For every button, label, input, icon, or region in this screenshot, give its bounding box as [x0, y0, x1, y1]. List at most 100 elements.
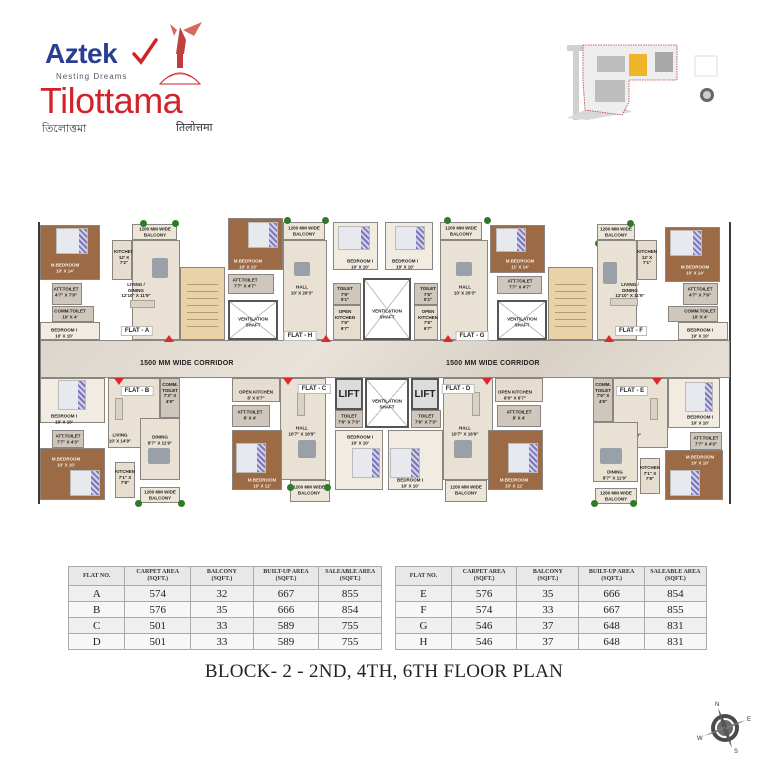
cell-saleable: 755: [318, 633, 382, 650]
flat-h-hall: [283, 240, 327, 340]
cell-built-up: 666: [252, 601, 320, 618]
room-label: 1200 MM WIDE BALCONY: [144, 489, 176, 501]
room-label: BEDROOM I 10' X 10': [686, 414, 714, 426]
cell-carpet: 546: [450, 617, 518, 634]
room-label: M.BEDROOM 10' X 12': [247, 477, 277, 489]
room-label: OPEN KITCHEN 8' X 6'7": [238, 389, 274, 401]
room-label: ATT.TOILET 4'7" X 7'9": [53, 286, 79, 298]
flat-a-living-dining: [132, 240, 180, 340]
company-name: Aztek: [45, 38, 118, 69]
room-label: BEDROOM I 10' X 10': [50, 327, 78, 339]
flat-h-ventilation-shaft: [228, 300, 278, 340]
flat-d-att-toilet: [497, 405, 541, 427]
flat-f-label: FLAT - F: [615, 326, 647, 336]
cell-balcony: 37: [516, 617, 580, 634]
project-name-hindi: तिलोत्तमा: [176, 121, 213, 134]
flat-g-att-toilet: [497, 276, 542, 294]
corridor-label-left: 1500 MM WIDE CORRIDOR: [140, 360, 234, 367]
room-label: ATT.TOILET 4'7" X 7'9": [687, 286, 713, 298]
cell-built-up: 648: [578, 633, 645, 650]
plan-title: BLOCK- 2 - 2ND, 4TH, 6TH FLOOR PLAN: [204, 661, 564, 682]
room-label: 1200 MM WIDE BALCONY: [445, 225, 477, 237]
cell-balcony: 33: [516, 601, 580, 618]
cell-saleable: 854: [643, 585, 708, 602]
cell-balcony: 32: [190, 585, 254, 602]
room-label: BEDROOM I 10' X 10': [391, 258, 419, 270]
room-label: M.BEDROOM 10' X 14': [50, 262, 80, 274]
flat-f-balcony: [597, 224, 635, 240]
room-label: BEDROOM I 10' X 10': [396, 477, 424, 489]
checkmark-icon: [132, 38, 158, 65]
flat-e-label: FLAT - E: [615, 386, 649, 396]
flat-f-kitchen: [637, 240, 657, 280]
col-saleable-area: SALEABLE AREA (SQFT.): [318, 566, 382, 586]
flat-g-balcony: [440, 222, 482, 240]
cell-carpet: 574: [450, 601, 518, 618]
room-label: BEDROOM I 10' X 10': [346, 434, 374, 446]
flat-c-att-toilet: [232, 405, 270, 427]
room-label: 1200 MM WIDE BALCONY: [450, 484, 482, 496]
room-label: KITCHEN 7'1" X 7'8": [115, 468, 135, 485]
cell-built-up: 648: [578, 617, 645, 634]
flat-d-open-kitchen: [495, 378, 543, 402]
site-key-plan: [567, 44, 718, 120]
cell-carpet: 501: [124, 617, 192, 634]
room-label: LIVING / DINING 12'10" X 11'9": [615, 281, 645, 298]
col-balcony: BALCONY (SQFT.): [516, 566, 580, 586]
flat-a-kitchen: [112, 240, 132, 280]
room-label: TOILET 7'6" X 7'3": [415, 413, 437, 425]
cell-built-up: 589: [252, 617, 320, 634]
col-built-up-area: BUILT-UP AREA (SQFT.): [252, 566, 320, 586]
flat-b-att-toilet: [52, 430, 84, 448]
room-label: KITCHEN 7'1" X 7'8": [640, 464, 660, 481]
room-label: M.BEDROOM 10' X 12': [499, 477, 529, 489]
flat-d-label: FLAT - D: [441, 384, 475, 394]
cell-saleable: 855: [318, 585, 382, 602]
flat-h-label: FLAT - H: [283, 331, 317, 341]
room-label: TOILET 7'6" X 7'3": [338, 413, 360, 425]
table-row: E 576 35 666 854: [395, 585, 708, 602]
entry-arrow-icon: [443, 335, 453, 342]
room-label: OPEN KITCHEN 8'0" X 6'7": [497, 389, 533, 401]
cell-balcony: 37: [516, 633, 580, 650]
room-label: HALL 10'7" X 16'9": [288, 425, 316, 437]
room-label: 1200 MM WIDE BALCONY: [139, 226, 171, 238]
flat-f-att-toilet: [683, 283, 718, 305]
room-label: COMM.TOILET 10' X 4': [684, 308, 716, 320]
center-ventilation-shaft-top: [363, 278, 411, 340]
room-label: ATT.TOILET 7'7" X 4'7": [232, 277, 258, 289]
col-built-up-area: BUILT-UP AREA (SQFT.): [578, 566, 645, 586]
flat-a-balcony: [132, 224, 177, 240]
room-label: COMM. TOILET 7'6" X 4'9": [595, 382, 611, 404]
room-label: 1200 MM WIDE BALCONY: [288, 225, 320, 237]
room-label: VENTILATION SHAFT: [238, 316, 268, 328]
cell-built-up: 589: [252, 633, 320, 650]
tagline: Nesting Dreams: [56, 72, 128, 81]
flat-h-toilet: [333, 283, 361, 305]
room-label: KITCHEN 12' X 7'2": [114, 248, 134, 265]
room-label: OPEN KITCHEN 7'6" 6'7": [418, 309, 438, 331]
cell-flat: H: [395, 633, 452, 650]
cell-saleable: 855: [643, 601, 708, 618]
cell-saleable: 755: [318, 617, 382, 634]
flat-c-label: FLAT - C: [297, 384, 331, 394]
flat-d-balcony: [445, 480, 487, 502]
room-label: ATT.TOILET 7'7" X 4'3": [55, 433, 81, 445]
table-row: C 501 33 589 755: [67, 617, 382, 634]
room-label: M.BEDROOM 11' X 14': [505, 258, 535, 270]
col-carpet-area: CARPET AREA (SQFT.): [124, 566, 192, 586]
room-label: M.BEDROOM 10' X 10': [51, 456, 81, 468]
room-label: DINING 8'7" X 11'9": [147, 434, 173, 446]
flat-g-toilet: [414, 283, 438, 305]
entry-arrow-icon: [114, 378, 124, 385]
room-label: M.BEDROOM 10' X 13': [233, 258, 263, 270]
compass-south: S: [734, 749, 738, 755]
flat-e-kitchen: [640, 458, 660, 494]
flat-f-bedroom-1: [678, 322, 728, 340]
flat-b-comm-toilet: [160, 378, 180, 418]
col-saleable-area: SALEABLE AREA (SQFT.): [643, 566, 708, 586]
room-label: OPEN KITCHEN 7'6" 6'7": [335, 309, 355, 331]
room-label: LIVING 10' X 14'9": [108, 432, 132, 444]
cell-saleable: 831: [643, 617, 708, 634]
room-label: KITCHEN 12' X 7'1": [637, 248, 657, 265]
